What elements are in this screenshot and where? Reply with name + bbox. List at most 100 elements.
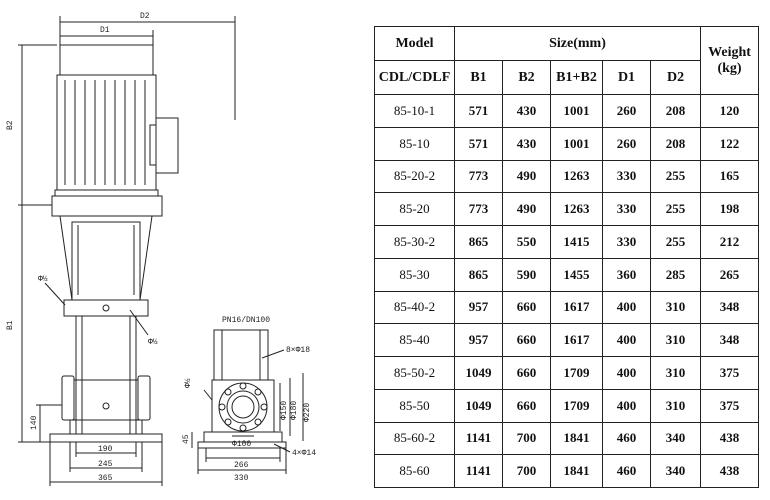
dim-d2-label: D2 — [140, 12, 150, 21]
cell-d2: 208 — [649, 94, 702, 128]
cell-b1: 1141 — [454, 454, 503, 488]
cell-d2: 310 — [649, 323, 702, 357]
cell-b1b2: 1841 — [550, 421, 603, 456]
cell-model: 85-60-2 — [374, 421, 455, 456]
cell-d1: 330 — [602, 225, 651, 259]
cell-model: 85-10-1 — [374, 94, 455, 128]
dim-266-label: 266 — [234, 461, 249, 470]
header-d2: D2 — [649, 60, 702, 95]
pump-dimension-drawing: D2 D1 B2 B1 140 190 245 365 Φ½ Φ½ PN16/D… — [6, 12, 316, 486]
header-weight-label: Weight — [708, 44, 751, 60]
dim-245-label: 245 — [98, 460, 113, 469]
cell-b1: 957 — [454, 290, 503, 325]
cell-d1: 360 — [602, 257, 651, 292]
cell-b1b2: 1617 — [550, 323, 603, 357]
d150-label: Φ150 — [280, 401, 289, 420]
d180-label: Φ180 — [290, 401, 299, 420]
cell-d1: 460 — [602, 421, 651, 456]
cell-b1b2: 1617 — [550, 290, 603, 325]
cell-d1: 400 — [602, 388, 651, 423]
cell-weight: 120 — [700, 94, 760, 128]
cell-d1: 260 — [602, 126, 651, 161]
cell-model: 85-30-2 — [374, 225, 455, 259]
cell-b1: 865 — [454, 257, 503, 292]
header-b1b2: B1+B2 — [550, 60, 603, 95]
cell-b2: 430 — [502, 94, 551, 128]
cell-model: 85-20-2 — [374, 159, 455, 194]
cell-b1b2: 1455 — [550, 257, 603, 292]
dim-45-label: 45 — [182, 434, 191, 444]
header-model: Model — [374, 26, 455, 61]
cell-weight: 375 — [700, 356, 760, 390]
header-weight-unit: (kg) — [717, 60, 742, 76]
cell-d2: 340 — [649, 421, 702, 456]
cell-b2: 660 — [502, 290, 551, 325]
table-subheader-row: CDL/CDLF B1 B2 B1+B2 D1 D2 — [374, 60, 759, 95]
flange-label: PN16/DN100 — [222, 316, 270, 325]
cell-d1: 460 — [602, 454, 651, 488]
cell-b1: 865 — [454, 225, 503, 259]
table-header-row: Model Size(mm) Weight (kg) — [374, 26, 760, 95]
cell-b2: 490 — [502, 192, 551, 226]
cell-weight: 438 — [700, 421, 760, 456]
dim-b1-label: B1 — [6, 320, 15, 330]
cell-weight: 348 — [700, 323, 760, 357]
cell-b2: 660 — [502, 388, 551, 423]
cell-d1: 400 — [602, 323, 651, 357]
cell-weight: 212 — [700, 225, 760, 259]
cell-weight: 438 — [700, 454, 760, 488]
dim-b2-label: B2 — [6, 120, 15, 130]
header-series: CDL/CDLF — [374, 60, 455, 95]
dim-365-label: 365 — [98, 474, 113, 483]
cell-d2: 340 — [649, 454, 702, 488]
cell-b2: 490 — [502, 159, 551, 194]
cell-b1b2: 1415 — [550, 225, 603, 259]
cell-b1b2: 1841 — [550, 454, 603, 488]
cell-d1: 260 — [602, 94, 651, 128]
cell-d2: 310 — [649, 356, 702, 390]
cell-d1: 400 — [602, 356, 651, 390]
header-weight: Weight (kg) — [700, 26, 760, 95]
cell-model: 85-50 — [374, 388, 455, 423]
cell-d2: 255 — [649, 159, 702, 194]
header-d1: D1 — [602, 60, 651, 95]
cell-b1b2: 1709 — [550, 356, 603, 390]
cell-model: 85-20 — [374, 192, 455, 226]
cell-b2: 700 — [502, 421, 551, 456]
cell-b2: 590 — [502, 257, 551, 292]
phi-small-label: Φ½ — [184, 378, 193, 388]
cell-weight: 165 — [700, 159, 760, 194]
cell-model: 85-10 — [374, 126, 455, 161]
cell-d1: 400 — [602, 290, 651, 325]
d220-label: Φ220 — [303, 403, 312, 422]
cell-b2: 700 — [502, 454, 551, 488]
cell-b1: 1049 — [454, 356, 503, 390]
d100-label: Φ100 — [232, 440, 251, 449]
cell-b1b2: 1001 — [550, 126, 603, 161]
dim-d1-label: D1 — [100, 26, 110, 35]
cell-b1: 1049 — [454, 388, 503, 423]
cell-model: 85-60 — [374, 454, 455, 488]
cell-weight: 198 — [700, 192, 760, 226]
cell-d2: 285 — [649, 257, 702, 292]
cell-d2: 310 — [649, 290, 702, 325]
cell-b2: 550 — [502, 225, 551, 259]
cell-model: 85-30 — [374, 257, 455, 292]
spec-table: Model Size(mm) Weight (kg) CDL/CDLF B1 B… — [374, 26, 760, 488]
header-b2: B2 — [502, 60, 551, 95]
cell-model: 85-40-2 — [374, 290, 455, 325]
cell-b1b2: 1263 — [550, 192, 603, 226]
dim-140-label: 140 — [30, 415, 39, 430]
cell-b2: 660 — [502, 323, 551, 357]
cell-b1: 773 — [454, 159, 503, 194]
cell-b1b2: 1001 — [550, 94, 603, 128]
